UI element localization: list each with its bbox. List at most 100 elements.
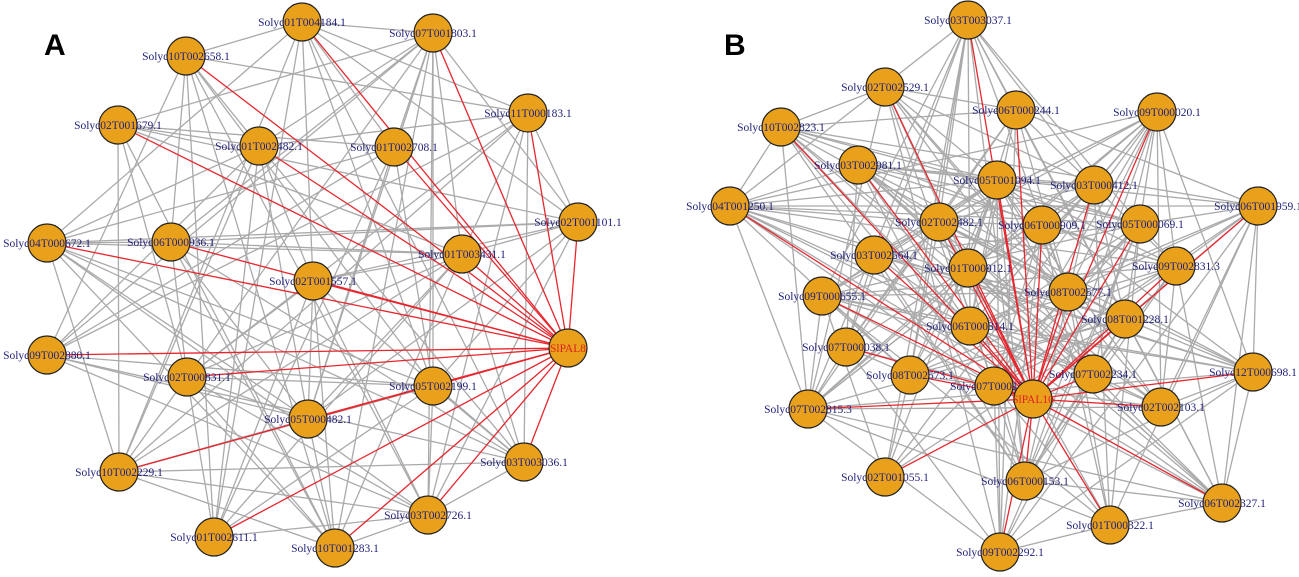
gene-node[interactable]: Solyc01T003431.1 [418, 234, 506, 274]
gene-node[interactable]: Solyc09T000655.1 [778, 276, 866, 316]
gene-node[interactable]: Solyc03T002981.1 [814, 145, 902, 185]
hub-edge [938, 221, 1034, 400]
gene-node[interactable]: Solyc10T001283.1 [291, 528, 379, 568]
node-circle [1238, 186, 1278, 226]
gene-node[interactable]: Solyc04T000672.1 [3, 223, 91, 263]
gene-node[interactable]: Solyc02T001055.1 [841, 457, 929, 497]
node-circle [504, 442, 544, 482]
hub-edge [258, 145, 569, 349]
hub-edge [527, 112, 569, 349]
edge [729, 111, 1158, 207]
gene-node[interactable]: Solyc03T002564.1 [830, 235, 918, 275]
edge [258, 145, 525, 463]
gene-node[interactable]: Solyc03T003036.1 [480, 442, 568, 482]
hub-edge [46, 347, 569, 356]
gene-node[interactable]: Solyc02T001101.1 [534, 202, 622, 242]
gene-node[interactable]: Solyc02T001679.1 [74, 105, 162, 145]
gene-node[interactable]: Solyc10T002658.1 [142, 36, 230, 76]
edge [117, 124, 463, 255]
gene-node[interactable]: Solyc06T000153.1 [981, 461, 1069, 501]
node-circle [761, 107, 801, 147]
gene-node[interactable]: Solyc08T001228.1 [1081, 299, 1169, 339]
gene-node[interactable]: Solyc06T001959.1 [1214, 186, 1299, 226]
gene-node[interactable]: Solyc02T002103.1 [1117, 387, 1205, 427]
gene-node[interactable]: Solyc06T000909.1 [998, 205, 1086, 245]
edge [807, 267, 969, 410]
edge [117, 124, 120, 473]
edge [118, 145, 260, 473]
gene-node[interactable]: Solyc02T001557.1 [269, 261, 357, 301]
gene-node[interactable]: Solyc06T002327.1 [1178, 483, 1266, 523]
node-label: Solyc09T000655.1 [778, 291, 866, 303]
edge [46, 146, 395, 244]
gene-node[interactable]: Solyc01T002708.1 [350, 127, 438, 167]
hub-node[interactable]: SlPAL8 [548, 328, 588, 368]
gene-node[interactable]: Solyc01T000912.1 [924, 248, 1012, 288]
edge [967, 267, 1162, 408]
gene-node[interactable]: Solyc09T002880.1 [3, 335, 91, 375]
node-label: Solyc02T001101.1 [534, 217, 622, 229]
edge [46, 354, 434, 387]
gene-node[interactable]: Solyc03T002726.1 [384, 495, 472, 535]
hub-edge [909, 374, 1034, 400]
edge [46, 241, 172, 244]
gene-node[interactable]: Solyc10T002229.1 [75, 452, 163, 492]
gene-node[interactable]: Solyc02T002482.1 [895, 202, 983, 242]
node-label: Solyc09T002880.1 [3, 350, 91, 362]
edge [938, 221, 1126, 320]
gene-node[interactable]: Solyc07T000038.1 [802, 327, 890, 367]
edge [301, 21, 525, 463]
gene-node[interactable]: Solyc04T001250.1 [686, 186, 774, 226]
hub-node[interactable]: SlPAL10 [1012, 379, 1054, 419]
node-circle [865, 67, 905, 107]
hub-edge [884, 86, 1034, 400]
gene-node[interactable]: Solyc02T002529.1 [841, 67, 929, 107]
edge [780, 126, 1094, 375]
gene-node[interactable]: Solyc11T000183.1 [484, 93, 572, 133]
node-label: Solyc03T003037.1 [924, 15, 1012, 27]
gene-node[interactable]: Solyc03T000412.1 [1050, 165, 1138, 205]
gene-node[interactable]: Solyc09T002831.3 [1132, 246, 1220, 286]
hub-edge [1032, 398, 1223, 504]
gene-node[interactable]: Solyc03T003037.1 [924, 0, 1012, 40]
edge [1041, 224, 1177, 267]
gene-node[interactable]: Solyc06T000314.1 [926, 306, 1014, 346]
gene-node[interactable]: Solyc01T000322.1 [1066, 505, 1154, 545]
gene-node[interactable]: Solyc09T000020.1 [1113, 92, 1201, 132]
edge [857, 164, 1254, 373]
edge [993, 265, 1177, 387]
gene-node[interactable]: Solyc01T002482.1 [215, 126, 303, 166]
gene-node[interactable]: Solyc07T002234.1 [1049, 354, 1137, 394]
node-circle [1120, 204, 1160, 244]
gene-node[interactable]: Solyc09T002292.1 [956, 532, 1044, 572]
node-label: Solyc03T002981.1 [814, 160, 902, 172]
edge [307, 280, 314, 420]
edge [170, 55, 187, 243]
node-label: Solyc05T000069.1 [1096, 219, 1184, 231]
panel-a-gray-edges [46, 21, 579, 549]
gene-node[interactable]: Solyc05T000482.1 [264, 399, 352, 439]
gene-node[interactable]: Solyc10T002823.1 [737, 107, 825, 147]
node-circle [802, 276, 842, 316]
edge [46, 221, 579, 244]
gene-node[interactable]: Solyc05T001094.1 [953, 160, 1041, 200]
gene-node[interactable]: Solyc08T002573.1 [866, 355, 954, 395]
gene-node[interactable]: Solyc05T000069.1 [1096, 204, 1184, 244]
node-label: Solyc06T000936.1 [127, 237, 215, 249]
gene-node[interactable]: Solyc02T000831.1 [143, 357, 231, 397]
gene-node[interactable]: Solyc12T000698.1 [1209, 352, 1297, 392]
gene-node[interactable]: Solyc01T004184.1 [258, 2, 346, 42]
node-label: Solyc02T001557.1 [269, 276, 357, 288]
edge [969, 184, 1095, 327]
gene-node[interactable]: Solyc01T002611.1 [170, 517, 258, 557]
gene-node[interactable]: Solyc08T002577.1 [1024, 272, 1112, 312]
node-label: Solyc08T002577.1 [1024, 287, 1112, 299]
hub-edge [393, 146, 569, 349]
gene-node[interactable]: Solyc06T000936.1 [127, 222, 215, 262]
gene-node[interactable]: Solyc06T000244.1 [972, 90, 1060, 130]
gene-node[interactable]: Solyc07T001803.1 [389, 13, 477, 53]
node-circle [27, 223, 67, 263]
hub-edge [461, 253, 569, 349]
gene-node[interactable]: Solyc05T002199.1 [389, 366, 477, 406]
gene-node[interactable]: Solyc07T002815.3 [764, 389, 852, 429]
